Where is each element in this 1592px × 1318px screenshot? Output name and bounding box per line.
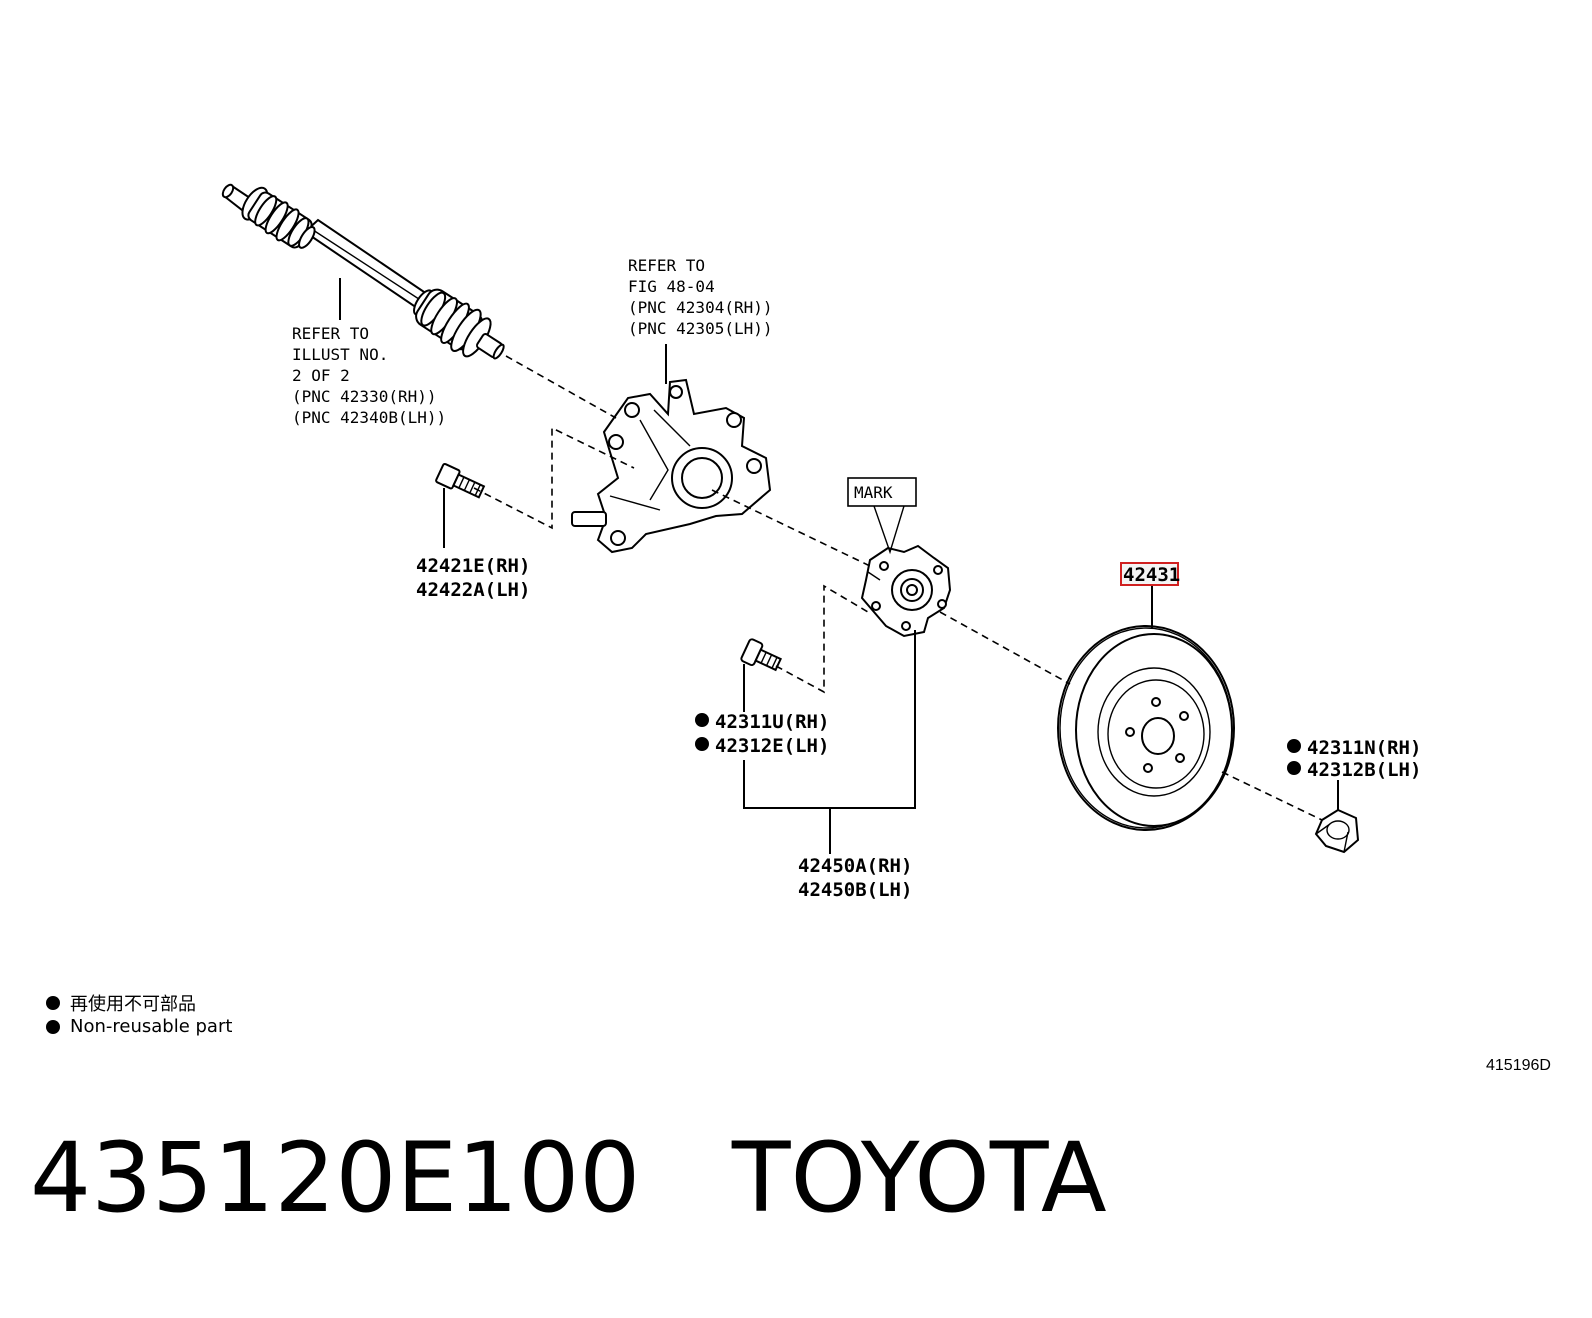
legend-row-japanese: 再使用不可部品 [46,990,196,1016]
bolt-pnc-lh[interactable]: 42422A(LH) [416,579,530,601]
nut-pnc-rh[interactable]: 42311N(RH) [1307,737,1421,759]
assembly-dashed-lines [473,355,1323,821]
drive-shaft-ref-line-5: (PNC 42340B(LH)) [292,408,446,427]
brake-disc-illustration [1057,586,1235,831]
bolt-pnc-rh[interactable]: 42421E(RH) [416,555,530,577]
drive-shaft-ref-line-2: ILLUST NO. [292,345,388,364]
hub-bolt-pnc-lh[interactable]: 42312E(LH) [715,735,829,757]
hub-assy-pnc-lh[interactable]: 42450B(LH) [798,879,912,901]
knuckle-ref-line-1: REFER TO [628,256,705,275]
knuckle-ref-line-3: (PNC 42304(RH)) [628,298,773,317]
non-reusable-dot-hub-bolt-rh [695,713,709,727]
non-reusable-dot-hub-bolt-lh [695,737,709,751]
drive-shaft-illustration [221,183,505,360]
hub-bolt-pnc-rh[interactable]: 42311U(RH) [715,711,829,733]
knuckle-bolt-illustration [435,462,486,548]
mark-leader [873,505,905,555]
knuckle-illustration [571,344,772,554]
mark-label: MARK [854,483,893,502]
non-reusable-dot-nut-rh [1287,739,1301,753]
drive-shaft-ref-line-4: (PNC 42330(RH)) [292,387,437,406]
knuckle-ref-line-2: FIG 48-04 [628,277,715,296]
hub-bolt-illustration [740,638,782,712]
hub-assy-pnc-rh[interactable]: 42450A(RH) [798,855,912,877]
caption-brand: TOYOTA [731,1122,1107,1234]
disc-highlight-box [1120,562,1179,586]
part-caption: 435120E100 TOYOTA [30,1130,1107,1226]
nut-pnc-lh[interactable]: 42312B(LH) [1307,759,1421,781]
legend-row-english: Non-reusable part [46,1016,232,1037]
drive-shaft-ref-line-3: 2 OF 2 [292,366,350,385]
hub-nut-illustration [1314,780,1360,854]
caption-part-number: 435120E100 [30,1122,641,1234]
figure-id: 415196D [1486,1057,1551,1074]
mark-label-box [847,477,917,507]
hub-bearing-illustration [860,544,952,638]
legend-text-japanese: 再使用不可部品 [70,994,196,1015]
disc-pnc[interactable]: 42431 [1123,564,1180,586]
non-reusable-dot-icon [46,996,60,1010]
drive-shaft-ref-line-1: REFER TO [292,324,369,343]
non-reusable-dot-nut-lh [1287,761,1301,775]
knuckle-ref-line-4: (PNC 42305(LH)) [628,319,773,338]
non-reusable-dot-icon [46,1019,60,1034]
legend-text-english: Non-reusable part [70,1016,233,1037]
